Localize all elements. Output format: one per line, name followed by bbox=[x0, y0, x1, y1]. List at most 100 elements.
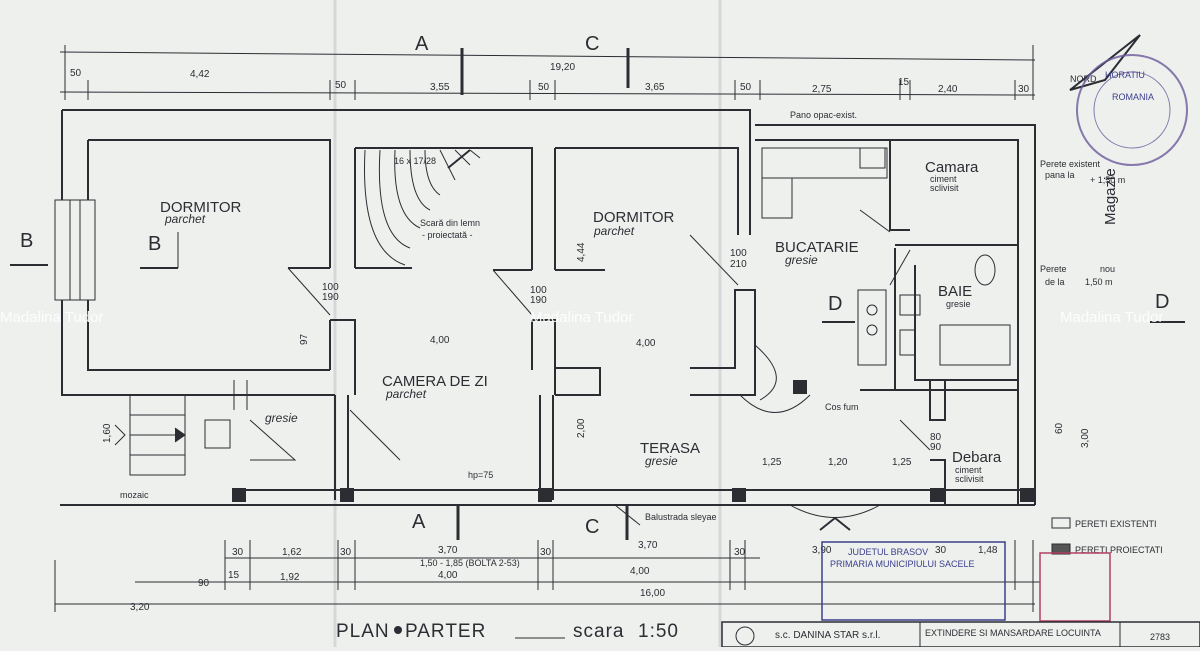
dim-label: 15 bbox=[228, 570, 240, 581]
room-dormitor-2: DORMITOR bbox=[593, 209, 675, 226]
kitchen-counter bbox=[761, 147, 888, 366]
stair-drawing bbox=[364, 149, 481, 266]
section-c-top: C bbox=[585, 33, 599, 55]
interior-dimensions: 4,00 4,00 4,44 2,00 100 190 100 190 100 … bbox=[102, 242, 1091, 468]
section-a-top: A bbox=[415, 33, 429, 55]
dim-label: 1,25 bbox=[892, 457, 912, 468]
section-b-inner: B bbox=[148, 233, 161, 255]
section-c-bottom: C bbox=[585, 516, 599, 538]
section-d-inner: D bbox=[828, 293, 842, 315]
dim-label: 1,92 bbox=[280, 572, 300, 583]
note-hp: hp=75 bbox=[468, 470, 493, 480]
room-baie: BAIE bbox=[938, 283, 972, 300]
stair-label: Scară din lemn bbox=[420, 218, 480, 228]
dim-label: 90 bbox=[198, 578, 210, 589]
legend-projected-swatch bbox=[1051, 543, 1071, 555]
dim-label: 30 bbox=[540, 547, 552, 558]
bath-fixtures bbox=[899, 254, 1011, 366]
dim-label: 30 bbox=[1018, 84, 1030, 95]
dim-label: 50 bbox=[740, 82, 752, 93]
stamp-town: PRIMARIA MUNICIPIULUI SACELE bbox=[830, 559, 975, 569]
dim-label: 3,00 bbox=[1080, 428, 1091, 448]
room-magazie: Magazie bbox=[1102, 168, 1119, 225]
section-a-bottom: A bbox=[412, 511, 426, 533]
plan-title-text-2: PARTER bbox=[405, 621, 486, 642]
dim-label: 90 bbox=[930, 442, 942, 453]
dim-label: 15 bbox=[898, 77, 910, 88]
company-name: s.c. DANINA STAR s.r.l. bbox=[775, 630, 880, 641]
pillars bbox=[232, 380, 1034, 502]
dim-label: 30 bbox=[734, 547, 746, 558]
scale-value: 1:50 bbox=[638, 621, 679, 642]
dim-label: 3,70 bbox=[438, 545, 458, 556]
dim-label: 1,62 bbox=[282, 547, 302, 558]
dim-label: 4,00 bbox=[438, 570, 458, 581]
dim-label: 1,48 bbox=[978, 545, 998, 556]
dim-label: 2,75 bbox=[812, 84, 832, 95]
stair-label-2: - proiectată - bbox=[422, 230, 473, 240]
project-name: EXTINDERE SI MANSARDARE LOCUINTA bbox=[925, 628, 1101, 638]
dim-label: 210 bbox=[730, 259, 747, 270]
dim-label: 30 bbox=[232, 547, 244, 558]
dim-label: 16,00 bbox=[640, 588, 665, 599]
dim-label: 50 bbox=[335, 80, 347, 91]
section-d-right: D bbox=[1155, 291, 1169, 313]
dim-label: 2,00 bbox=[576, 418, 587, 438]
watermark: Madalina Tudor bbox=[0, 309, 103, 326]
floor-mozaic: mozaic bbox=[120, 490, 149, 500]
note-perete-existent-3: + 1,50 m bbox=[1090, 175, 1125, 185]
dim-label: 97 bbox=[299, 333, 310, 345]
dim-label: 1,60 bbox=[102, 423, 113, 443]
dim-label: 3,65 bbox=[645, 82, 665, 93]
stair-count: 16 x 17/28 bbox=[394, 156, 436, 166]
note-perete-existent: Perete existent bbox=[1040, 159, 1101, 169]
dim-label: 3,70 bbox=[638, 540, 658, 551]
note-perete-existent-2: pana la bbox=[1045, 170, 1075, 180]
dim-label: 4,00 bbox=[630, 566, 650, 577]
watermark: Madalina Tudor bbox=[530, 309, 633, 326]
project-number: 2783 bbox=[1150, 632, 1170, 642]
floor-entry: gresie bbox=[265, 411, 298, 425]
dim-label: 30 bbox=[340, 547, 352, 558]
dim-label: 4,00 bbox=[430, 335, 450, 346]
floor-bucatarie: gresie bbox=[785, 253, 818, 267]
room-terasa: TERASA bbox=[640, 440, 700, 457]
watermark: Madalina Tudor bbox=[1060, 309, 1163, 326]
legend: PERETI EXISTENTI PERETI PROIECTATI bbox=[1051, 517, 1163, 555]
plan-title-text: PLAN bbox=[336, 621, 390, 642]
section-b-left: B bbox=[20, 230, 33, 252]
legend-existing-swatch bbox=[1051, 517, 1071, 529]
entrance-steps bbox=[114, 380, 297, 476]
approval-stamp: JUDETUL BRASOV PRIMARIA MUNICIPIULUI SAC… bbox=[821, 541, 1111, 622]
floor-debara-2: sclivisit bbox=[955, 474, 984, 484]
dim-label: 100 bbox=[730, 248, 747, 259]
note-perete-nou-2: nou bbox=[1100, 264, 1115, 274]
dim-label: 4,00 bbox=[636, 338, 656, 349]
dim-label: 1,20 bbox=[828, 457, 848, 468]
dim-label: 1,50 - 1,85 (BOLTA 2-53) bbox=[420, 558, 520, 568]
dim-label: 1,25 bbox=[762, 457, 782, 468]
room-bucatarie: BUCATARIE bbox=[775, 239, 859, 256]
title-bullet bbox=[394, 626, 402, 634]
room-debara: Debara bbox=[952, 449, 1002, 466]
note-pano: Pano opac-exist. bbox=[790, 110, 857, 120]
stamp-county: JUDETUL BRASOV bbox=[848, 547, 928, 557]
dim-label: 50 bbox=[70, 68, 82, 79]
title-block: s.c. DANINA STAR s.r.l. EXTINDERE SI MAN… bbox=[721, 621, 1200, 648]
floor-terasa: gresie bbox=[645, 454, 678, 468]
stamp-text: ROMANIA bbox=[1112, 92, 1154, 102]
dim-label: 100 bbox=[530, 285, 547, 296]
floor-dormitor-2: parchet bbox=[593, 224, 635, 238]
note-perete-nou-3: de la bbox=[1045, 277, 1065, 287]
walls bbox=[60, 109, 1036, 506]
dim-label: 4,44 bbox=[576, 242, 587, 262]
floor-debara: ciment bbox=[955, 465, 982, 475]
floor-camara: ciment bbox=[930, 174, 957, 184]
legend-existing: PERETI EXISTENTI bbox=[1075, 519, 1157, 529]
legend-projected: PERETI PROIECTATI bbox=[1075, 545, 1163, 555]
north-label: NORD bbox=[1070, 74, 1097, 84]
dim-label: 50 bbox=[538, 82, 550, 93]
room-dormitor-1: DORMITOR bbox=[160, 199, 242, 216]
